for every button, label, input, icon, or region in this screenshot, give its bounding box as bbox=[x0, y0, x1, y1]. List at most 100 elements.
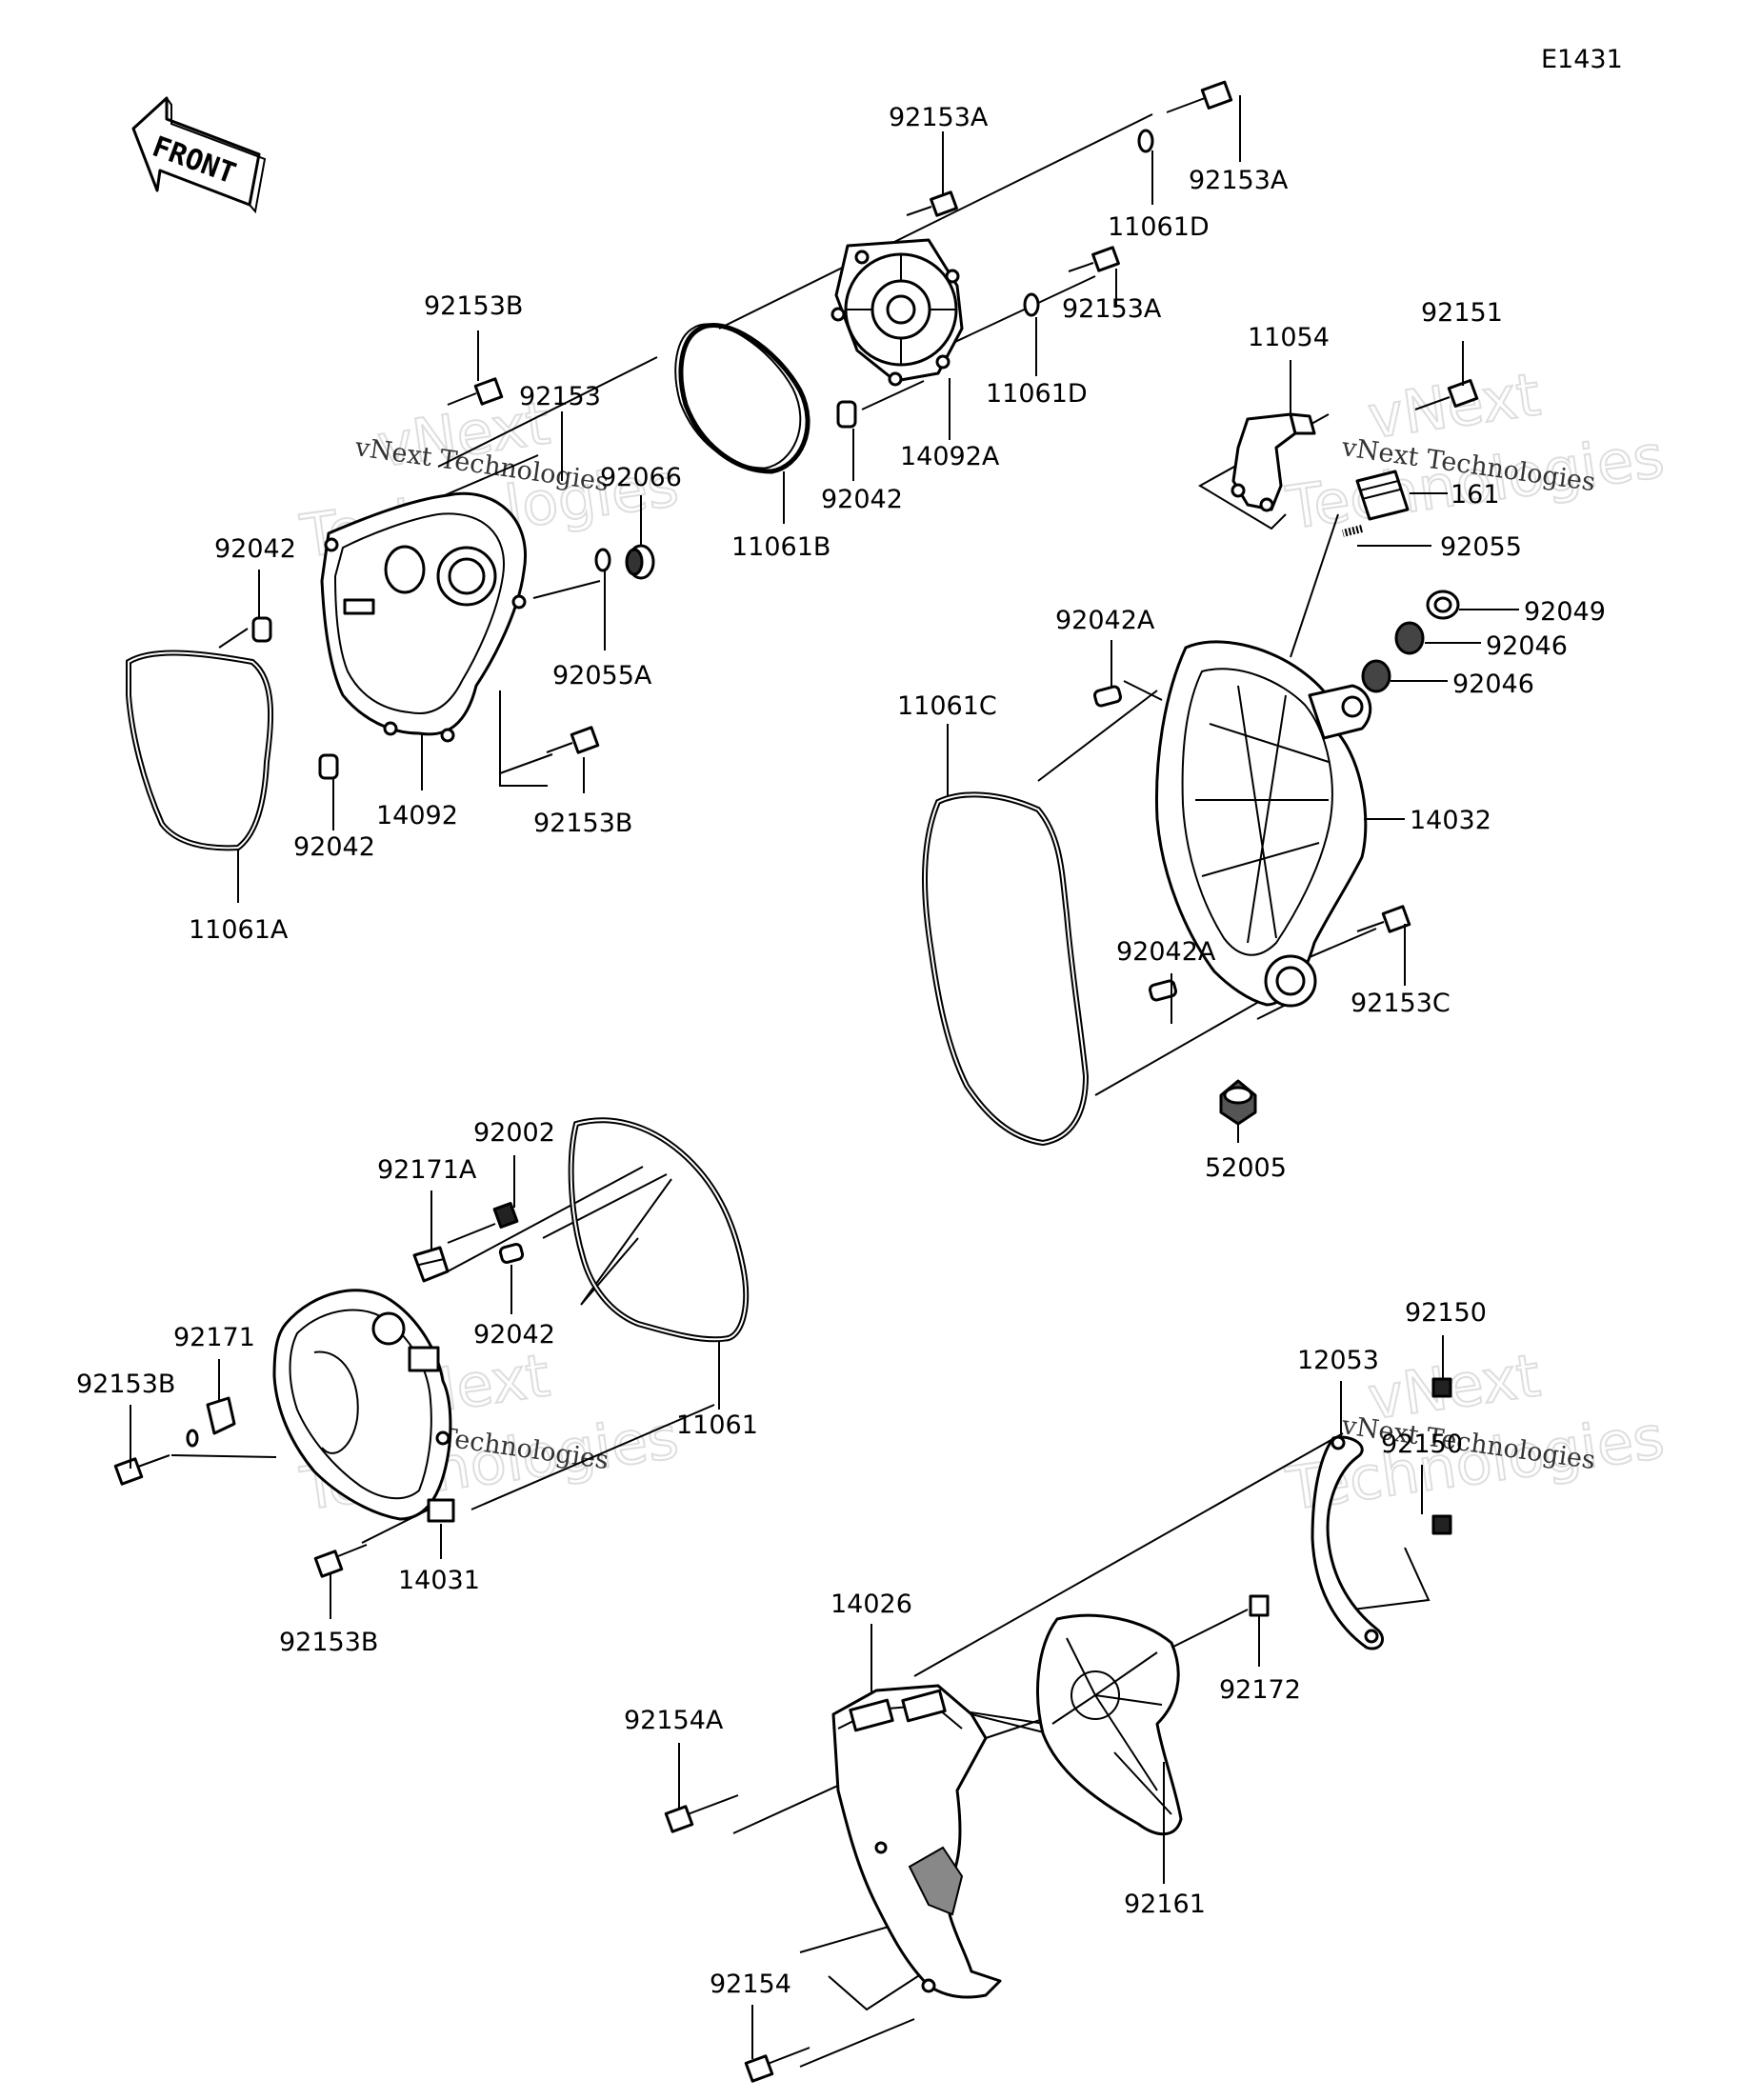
label-14092A: 14092A bbox=[900, 442, 1000, 471]
bolt-icon bbox=[1414, 378, 1479, 410]
bolt-icon bbox=[447, 377, 504, 406]
washer-icon bbox=[1137, 129, 1154, 153]
cover-14032-group bbox=[922, 378, 1479, 1147]
dowel-pin-icon bbox=[251, 616, 272, 643]
cover-14092A-group bbox=[437, 80, 1233, 474]
cover-14092A-icon bbox=[830, 238, 964, 387]
clamp-92171-icon bbox=[206, 1396, 236, 1435]
gasket-11061A-icon bbox=[126, 650, 274, 851]
label-92172: 92172 bbox=[1219, 1675, 1301, 1705]
label-92153A-right: 92153A bbox=[1189, 166, 1289, 195]
bolt-icon bbox=[1166, 80, 1233, 113]
gasket-11061-icon bbox=[568, 1117, 750, 1343]
label-92046-b: 92046 bbox=[1452, 670, 1534, 699]
dowel-pin-icon bbox=[318, 753, 339, 780]
label-92153B-lowleft: 92153B bbox=[76, 1370, 175, 1399]
label-11061C: 11061C bbox=[897, 691, 997, 721]
cover-14031-group bbox=[113, 1117, 750, 1578]
label-92150-mid: 92150 bbox=[1381, 1430, 1463, 1459]
label-92046-a: 92046 bbox=[1486, 631, 1568, 661]
label-92049: 92049 bbox=[1524, 597, 1606, 627]
cover-14092-icon bbox=[320, 491, 527, 743]
label-92042-left: 92042 bbox=[214, 534, 296, 564]
bolt-icon bbox=[1356, 905, 1411, 933]
bolt-icon bbox=[313, 1544, 368, 1578]
label-92161: 92161 bbox=[1124, 1890, 1206, 1919]
label-92055A: 92055A bbox=[552, 661, 652, 690]
label-14092: 14092 bbox=[376, 801, 458, 830]
seal-92046-icon bbox=[1394, 621, 1425, 655]
label-92055: 92055 bbox=[1440, 532, 1522, 562]
label-92153A-mid: 92153A bbox=[1062, 294, 1162, 324]
washer-icon bbox=[1023, 292, 1040, 317]
bolt-icon bbox=[664, 1794, 739, 1833]
oil-cap-icon bbox=[1355, 470, 1410, 521]
label-14026: 14026 bbox=[830, 1590, 912, 1619]
part-labels: 92153A 92153A 11061D 92153A 11061D 14092… bbox=[76, 103, 1606, 1999]
label-92042-bottom: 92042 bbox=[473, 1320, 555, 1350]
label-92171A: 92171A bbox=[377, 1155, 477, 1185]
label-52005: 52005 bbox=[1205, 1153, 1287, 1183]
label-92042-low: 92042 bbox=[293, 832, 375, 862]
plug-52005-icon bbox=[1219, 1079, 1257, 1126]
label-92042-mid: 92042 bbox=[821, 485, 903, 514]
label-92153C: 92153C bbox=[1351, 989, 1451, 1018]
label-92153: 92153 bbox=[519, 382, 601, 411]
gasket-11061B-icon bbox=[678, 322, 810, 474]
label-92042A-low: 92042A bbox=[1116, 937, 1216, 967]
cover-14092-group bbox=[126, 377, 655, 851]
bolt-icon bbox=[1249, 1594, 1270, 1617]
bolt-icon bbox=[1431, 1514, 1452, 1535]
label-92153B-mid: 92153B bbox=[533, 809, 632, 838]
seal-92066-icon bbox=[625, 544, 655, 580]
label-leaders bbox=[130, 95, 1519, 2059]
label-92154: 92154 bbox=[710, 1970, 791, 1999]
seal-92046-icon bbox=[1361, 659, 1391, 693]
bolt-icon bbox=[113, 1454, 170, 1486]
label-11061: 11061 bbox=[676, 1410, 758, 1440]
label-92042A-top: 92042A bbox=[1055, 606, 1155, 635]
oring-92055-icon bbox=[1342, 525, 1363, 537]
bracket-11054-icon bbox=[1231, 412, 1316, 512]
label-14031: 14031 bbox=[398, 1566, 480, 1595]
label-11061D-top: 11061D bbox=[1108, 212, 1210, 242]
gasket-11061C-icon bbox=[922, 791, 1090, 1147]
bracket-92171A-icon bbox=[412, 1246, 450, 1283]
label-92153A-top: 92153A bbox=[889, 103, 989, 132]
label-92153B-bottom: 92153B bbox=[279, 1628, 378, 1657]
label-92150-top: 92150 bbox=[1405, 1298, 1487, 1328]
label-11061D-mid: 11061D bbox=[986, 379, 1088, 409]
washer-icon bbox=[594, 548, 611, 572]
label-92151: 92151 bbox=[1421, 298, 1503, 328]
cover-14031-icon bbox=[272, 1289, 455, 1523]
label-92171: 92171 bbox=[173, 1323, 255, 1352]
dowel-pin-icon bbox=[1148, 979, 1178, 1002]
watermark-right-top: vNext Technologies vNext Technologies bbox=[1281, 358, 1670, 544]
label-12053: 12053 bbox=[1297, 1346, 1379, 1375]
front-arrow-icon: FRONT bbox=[131, 96, 267, 214]
cover-14026-group bbox=[664, 1377, 1452, 2083]
label-11054: 11054 bbox=[1248, 323, 1330, 352]
bolt-icon bbox=[546, 726, 600, 754]
bolt-icon bbox=[1068, 246, 1120, 272]
bolt-icon bbox=[1431, 1377, 1452, 1398]
bolt-icon bbox=[744, 2047, 810, 2083]
label-161: 161 bbox=[1451, 480, 1500, 510]
label-92002: 92002 bbox=[473, 1118, 555, 1148]
cover-92161-icon bbox=[1036, 1613, 1183, 1836]
label-92154A: 92154A bbox=[624, 1706, 724, 1735]
dowel-pin-icon bbox=[1092, 685, 1123, 708]
diagram-id: E1431 bbox=[1541, 45, 1623, 74]
label-11061B: 11061B bbox=[731, 532, 830, 562]
label-92066: 92066 bbox=[600, 463, 682, 492]
label-92153B-top: 92153B bbox=[424, 291, 523, 321]
cover-14026-icon bbox=[831, 1684, 1002, 1999]
label-14032: 14032 bbox=[1410, 806, 1491, 835]
guard-12053-icon bbox=[1311, 1435, 1384, 1650]
label-11061A: 11061A bbox=[189, 915, 289, 945]
dowel-pin-icon bbox=[836, 400, 857, 429]
cover-14032-icon bbox=[1155, 640, 1372, 1008]
bolt-icon bbox=[906, 190, 958, 217]
